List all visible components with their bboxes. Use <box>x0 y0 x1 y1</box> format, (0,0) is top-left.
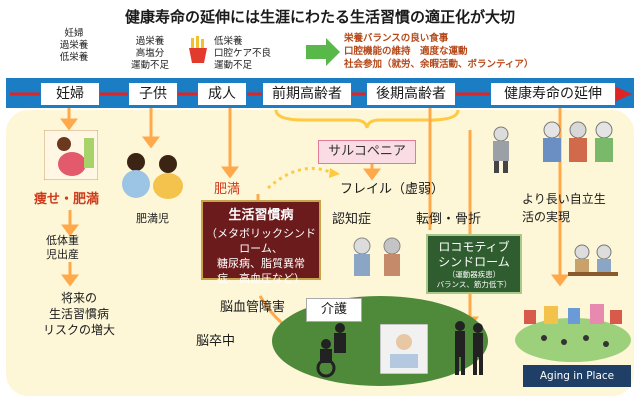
risk-text: 妊婦 <box>64 28 84 39</box>
lifestyle-heading: 生活習慣病 <box>228 208 294 223</box>
risk-text: 高塩分 <box>135 48 165 59</box>
label-line: 生活習慣病 <box>48 307 109 321</box>
thin-obese-label: 痩せ・肥満 <box>34 192 100 207</box>
label-line: リスクの増大 <box>42 323 115 337</box>
lifestyle-line: 糖尿病、脂質異常 <box>217 257 305 270</box>
elderly-bench-illustration <box>568 244 618 276</box>
locomotive-syndrome-box: ロコモティブ シンドローム （運動器疾患） バランス、筋力低下） <box>426 234 522 294</box>
risk-text: 過栄養 <box>135 36 165 47</box>
wheelchair-illustration <box>316 323 346 378</box>
community-illustration <box>515 304 631 362</box>
goal-text: 口腔機能の維持 適度な運動 <box>344 46 468 57</box>
independent-life-label: より長い自立生 活の実現 <box>522 190 622 226</box>
elderly-brace <box>274 109 460 129</box>
goal-text: 社会参加（就労、余暇活動、ボランティア） <box>344 59 534 70</box>
label-line: 低体重 <box>46 234 79 247</box>
goal-text: 栄養バランスの良い食事 <box>344 33 449 44</box>
elderly-standing-illustration <box>493 126 509 173</box>
low-birth-label: 低体重 児出産 <box>46 234 106 262</box>
goals-list: 栄養バランスの良い食事 口腔機能の維持 適度な運動 社会参加（就労、余暇活動、ボ… <box>344 32 634 71</box>
locomo-sub: （運動器疾患） <box>447 270 501 279</box>
lifestyle-line: 症、高血圧など） <box>217 272 305 285</box>
risk-adult: 低栄養 口腔ケア不良 運動不足 <box>214 36 290 72</box>
stage-pregnant: 妊婦 <box>40 82 100 106</box>
lifestyle-disease-box: 生活習慣病 （メタボリックシンドローム、 糖尿病、脂質異常 症、高血圧など） <box>201 200 321 285</box>
dementia-label: 認知症 <box>332 212 372 227</box>
fall-fracture-label: 転倒・骨折 <box>416 212 482 227</box>
risk-text: 低栄養 <box>59 52 89 63</box>
stage-adult: 成人 <box>197 82 247 106</box>
risk-child: 過栄養 高塩分 運動不足 <box>120 36 180 72</box>
frailty-label: フレイル（虚弱） <box>340 182 445 197</box>
future-risk-label: 将来の 生活習慣病 リスクの増大 <box>36 290 122 338</box>
elderly-couple-illustration <box>353 237 401 276</box>
pregnant-illustration <box>44 130 98 180</box>
stage-child: 子供 <box>128 82 178 106</box>
label-line: より長い自立生 <box>522 192 606 206</box>
page-title: 健康寿命の延伸には生涯にわたる生活習慣の適正化が大切 <box>124 8 515 26</box>
stage-early-elderly: 前期高齢者 <box>262 82 352 106</box>
obesity-label: 肥満 <box>214 182 241 197</box>
green-arrow-icon <box>306 38 340 66</box>
locomo-heading: ロコモティブ <box>438 240 510 254</box>
stage-late-elderly: 後期高齢者 <box>366 82 456 106</box>
risk-text: 運動不足 <box>130 60 169 71</box>
label-line: 児出産 <box>46 248 79 261</box>
stage-healthy-lifespan: 健康寿命の延伸 <box>490 82 616 106</box>
risk-text: 口腔ケア不良 <box>214 48 272 59</box>
walking-elderly-illustration <box>455 321 483 375</box>
locomo-heading: シンドローム <box>438 255 510 269</box>
aging-in-place-label: Aging in Place <box>523 365 631 387</box>
lifestyle-line: （メタボリックシンドローム、 <box>206 227 316 255</box>
obese-child-label: 肥満児 <box>136 212 169 225</box>
stroke-label: 脳卒中 <box>196 334 236 349</box>
elderly-group-illustration <box>543 121 613 162</box>
risk-text: 低栄養 <box>214 36 243 47</box>
label-line: 将来の <box>60 291 97 305</box>
sarcopenia-box: サルコペニア <box>318 140 416 164</box>
label-line: 活の実現 <box>522 210 571 224</box>
french-fries-icon <box>189 36 207 63</box>
risk-pregnant: 妊婦 過栄養 低栄養 <box>44 28 104 64</box>
children-illustration <box>122 153 183 199</box>
locomo-sub: バランス、筋力低下） <box>436 280 512 289</box>
risk-text: 運動不足 <box>214 60 253 71</box>
risk-text: 過栄養 <box>59 40 89 51</box>
bedridden-illustration <box>380 324 428 374</box>
cerebrovascular-label: 脳血管障害 <box>220 300 286 315</box>
care-label: 介護 <box>306 298 362 322</box>
